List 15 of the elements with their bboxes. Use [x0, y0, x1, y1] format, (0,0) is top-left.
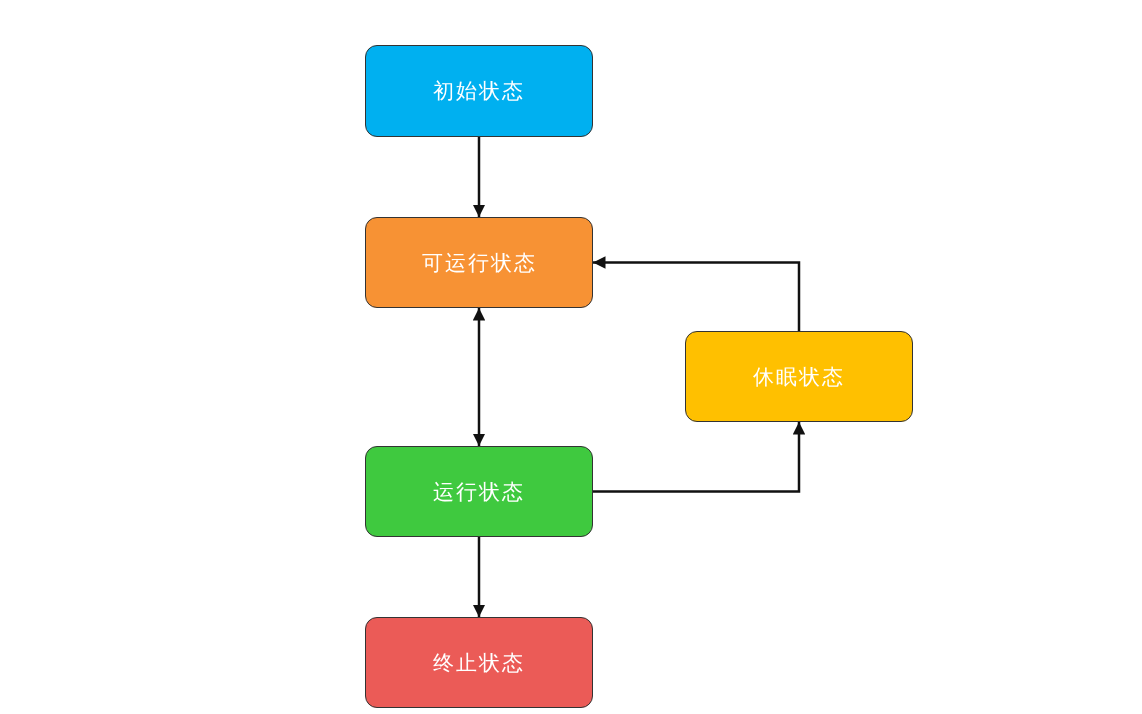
state-box [365, 446, 593, 537]
state-label: 休眠状态 [753, 363, 845, 391]
state-box [365, 45, 593, 137]
state-label: 初始状态 [433, 78, 525, 105]
arrow [593, 422, 806, 493]
state-label: 可运行状态 [421, 249, 537, 277]
state-box [685, 331, 913, 422]
arrow [472, 137, 486, 217]
arrow [472, 308, 486, 446]
state-label: 终止状态 [433, 649, 525, 677]
arrow [472, 537, 486, 617]
state-box [365, 217, 593, 308]
state-box [365, 617, 593, 708]
state-label: 运行状态 [433, 478, 525, 506]
arrow [593, 256, 801, 331]
